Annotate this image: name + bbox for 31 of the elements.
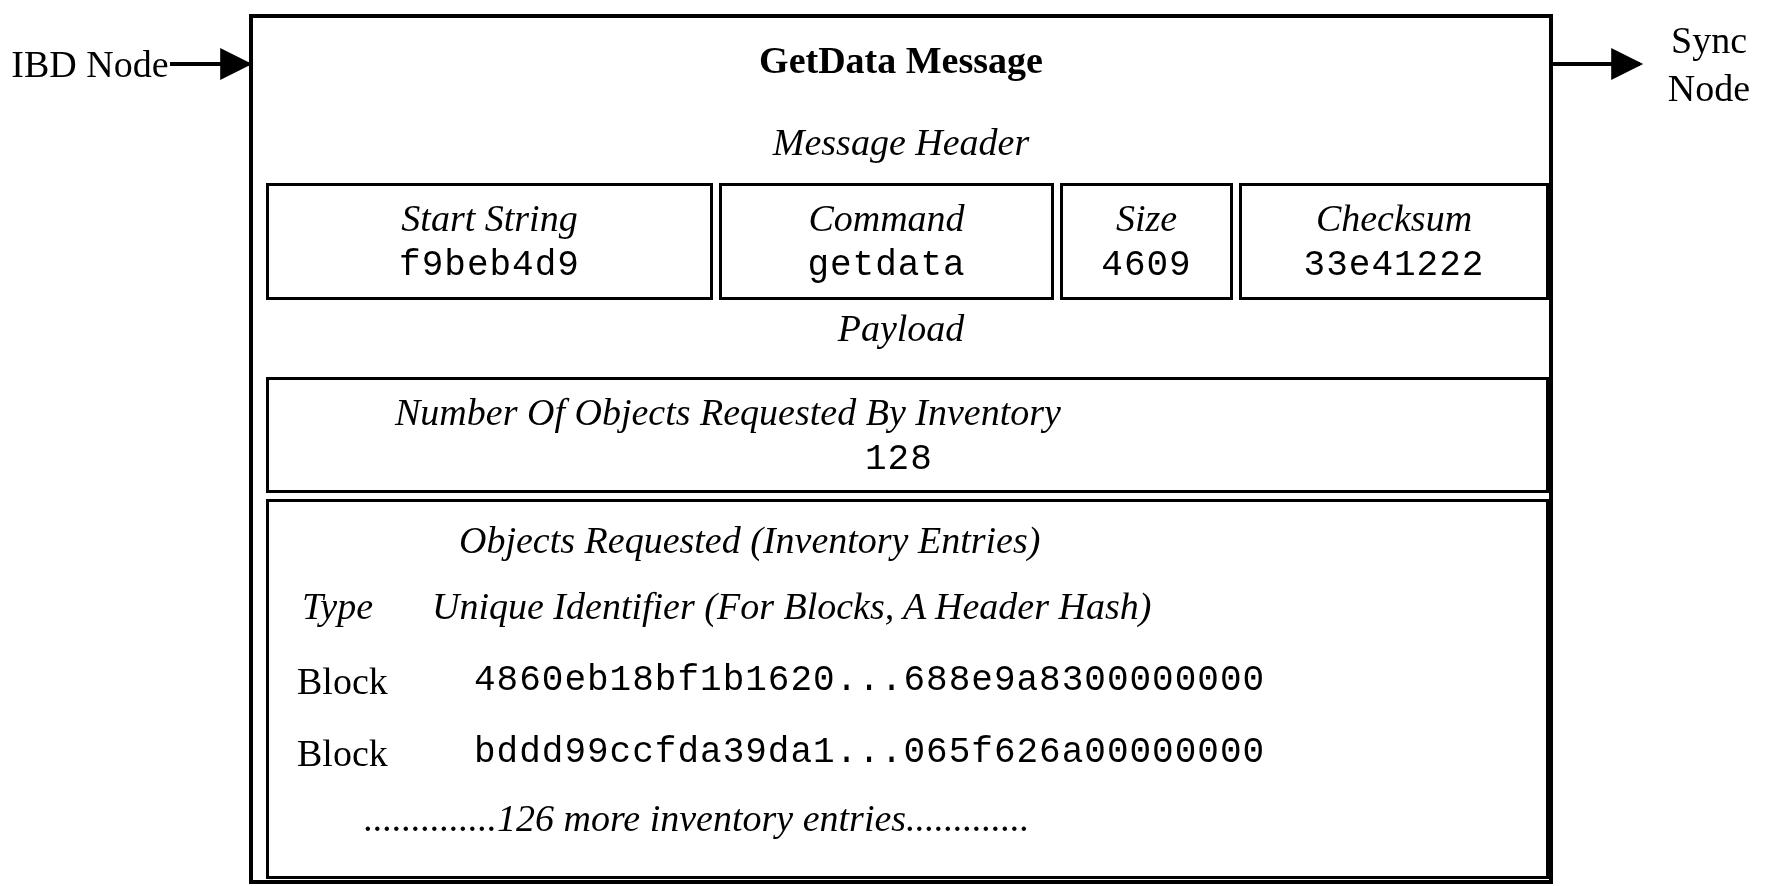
field-box bbox=[1060, 183, 1233, 300]
field-value: 128 bbox=[865, 438, 933, 482]
field-name: Objects Requested (Inventory Entries) bbox=[459, 518, 1041, 563]
row-type: Block bbox=[297, 659, 388, 704]
field-box bbox=[1239, 183, 1549, 300]
hash-value: bddd99ccfda39da1...065f626a00000000 bbox=[474, 731, 1266, 775]
section-heading: Message Header bbox=[772, 120, 1030, 165]
inventory-box bbox=[266, 499, 1549, 879]
node-name: Sync Node bbox=[1666, 18, 1752, 111]
field-name: Start String bbox=[401, 195, 578, 241]
row-type: Block bbox=[297, 731, 388, 776]
field-box bbox=[719, 183, 1054, 300]
field-name: Command bbox=[808, 195, 965, 241]
hash-value: 4860eb18bf1b1620...688e9a8300000000 bbox=[474, 659, 1266, 703]
field-name: Checksum bbox=[1315, 195, 1473, 241]
field-value: 4609 bbox=[1101, 243, 1192, 288]
field-value: f9beb4d9 bbox=[399, 243, 580, 288]
column-header: Unique Identifier (For Blocks, A Header Hash) bbox=[432, 584, 1152, 629]
ellipsis-note: ..............126 more inventory entries............. bbox=[364, 796, 1030, 841]
field-box bbox=[266, 183, 713, 300]
field-name: Number Of Objects Requested By Inventory bbox=[395, 390, 1061, 435]
field-value: getdata bbox=[807, 243, 966, 288]
node-name: IBD Node bbox=[11, 42, 169, 87]
section-heading: Payload bbox=[837, 306, 965, 351]
message-title: GetData Message bbox=[759, 38, 1043, 83]
field-name: Size bbox=[1115, 195, 1178, 241]
count-box bbox=[266, 377, 1549, 493]
message-box bbox=[249, 14, 1553, 884]
column-header: Type bbox=[302, 584, 374, 629]
arrow bbox=[1553, 48, 1644, 80]
field-value: 33e41222 bbox=[1303, 243, 1485, 288]
